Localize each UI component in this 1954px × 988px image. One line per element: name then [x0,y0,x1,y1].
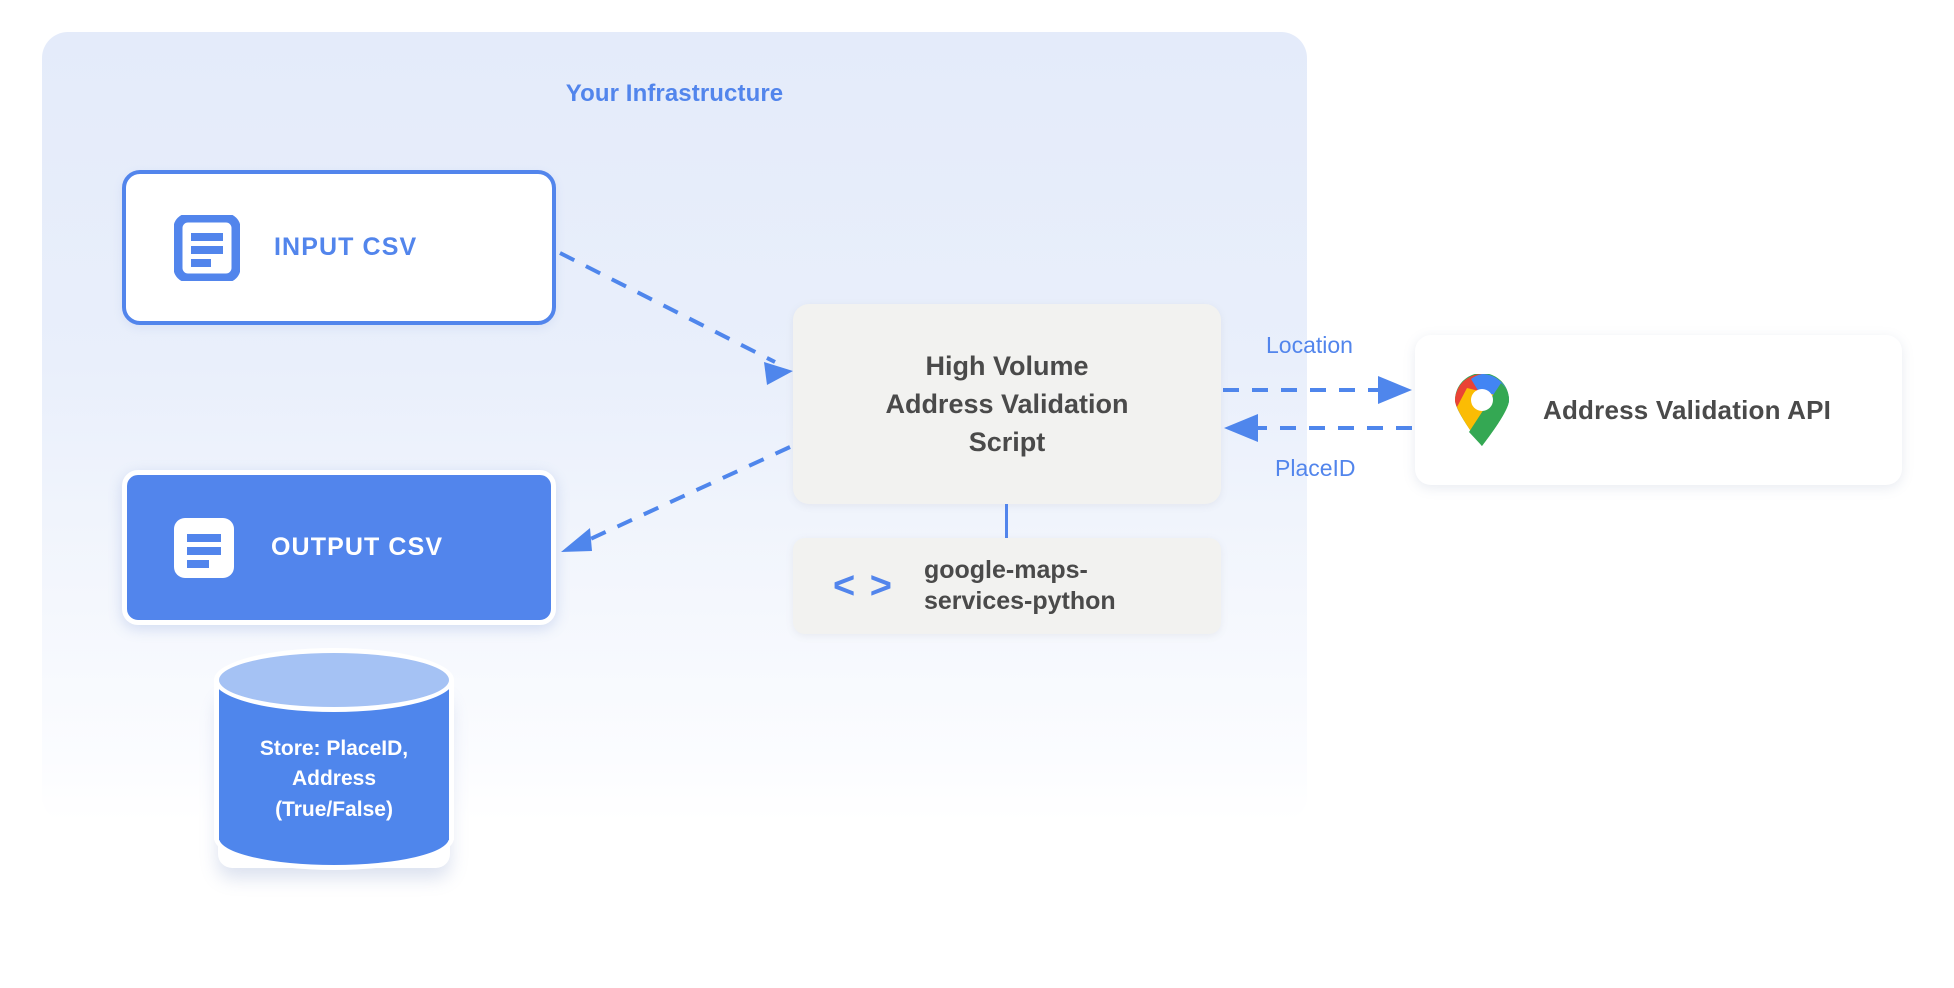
node-address-validation-api[interactable]: Address Validation API [1415,335,1902,485]
edge-label-location: Location [1266,332,1353,358]
script-line-1: High Volume [925,350,1089,381]
node-database[interactable]: Store: PlaceID, Address (True/False) [214,648,454,873]
script-line-2: Address Validation [885,388,1129,419]
document-icon [171,515,237,581]
node-input-csv-label: INPUT CSV [274,233,418,261]
database-line-1: Store: PlaceID, [259,737,409,760]
node-client-library[interactable]: < > google-maps- services-python [793,538,1221,634]
connector-script-to-library [1005,504,1008,538]
google-maps-pin-icon [1451,373,1513,446]
node-client-library-label: google-maps- services-python [924,555,1116,618]
page-title: Your Infrastructure [565,80,784,107]
database-label: Store: PlaceID, Address (True/False) [214,734,454,825]
database-line-3: (True/False) [275,797,393,821]
library-line-1: google-maps- [923,555,1088,584]
node-input-csv[interactable]: INPUT CSV [122,170,556,325]
edge-label-placeid: PlaceID [1275,455,1356,481]
library-line-2: services-python [923,587,1116,615]
node-output-csv[interactable]: OUTPUT CSV [122,470,556,625]
script-line-3: Script [968,427,1046,458]
database-line-2: Address [291,767,377,791]
document-icon [173,213,241,282]
code-brackets-icon: < > [833,565,894,607]
node-validation-script[interactable]: High Volume Address Validation Script [793,304,1221,504]
database-top-ellipse [214,648,454,712]
node-output-csv-label: OUTPUT CSV [271,533,444,561]
node-api-label: Address Validation API [1543,394,1832,425]
